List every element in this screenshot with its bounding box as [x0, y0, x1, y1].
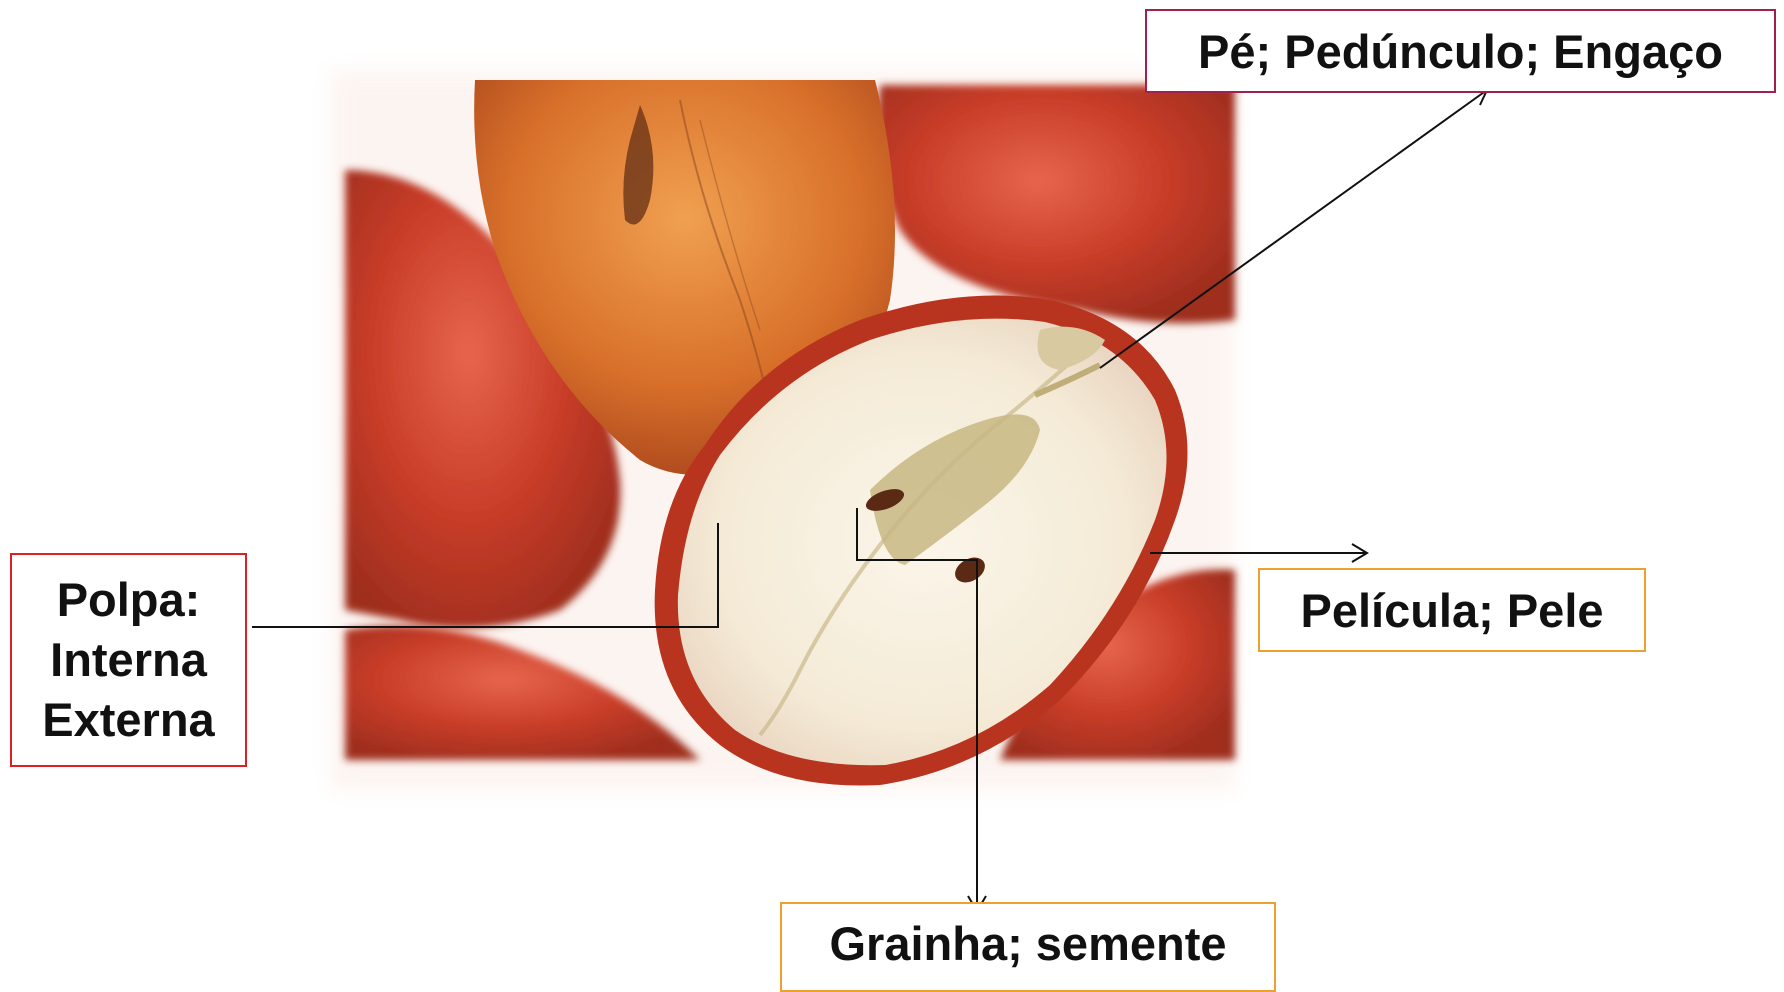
label-pulp-inner: Interna — [50, 630, 207, 690]
label-skin-text: Película; Pele — [1300, 583, 1603, 638]
label-seed-text: Grainha; semente — [829, 916, 1226, 971]
label-peduncle-text: Pé; Pedúnculo; Engaço — [1198, 24, 1723, 79]
label-peduncle: Pé; Pedúnculo; Engaço — [1145, 9, 1776, 93]
label-seed: Grainha; semente — [780, 902, 1276, 992]
label-pulp: Polpa: Interna Externa — [10, 553, 247, 767]
label-pulp-title: Polpa: — [57, 570, 201, 630]
label-skin: Película; Pele — [1258, 568, 1646, 652]
label-pulp-outer: Externa — [42, 690, 214, 750]
